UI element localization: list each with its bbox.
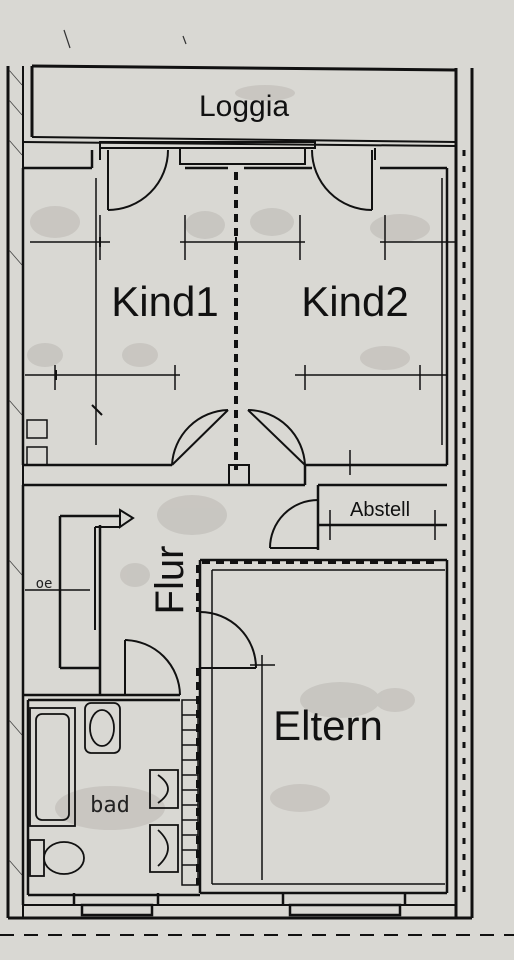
label-eltern: Eltern bbox=[273, 702, 383, 749]
partition-base bbox=[228, 464, 250, 486]
doors bbox=[107, 149, 373, 696]
partition-dashed bbox=[196, 172, 440, 885]
loggia-window-frame bbox=[22, 141, 457, 165]
label-loggia: Loggia bbox=[199, 90, 289, 123]
label-kind1: Kind1 bbox=[111, 278, 218, 325]
label-abstell: Abstell bbox=[350, 499, 410, 521]
label-flur: Flur bbox=[148, 546, 192, 615]
wall-hatching-left bbox=[8, 69, 23, 876]
flur-arrow bbox=[94, 508, 135, 630]
cabinet-units bbox=[26, 419, 48, 466]
tick-marks bbox=[55, 237, 237, 416]
dimension-lines bbox=[25, 178, 455, 880]
scratch-marks bbox=[63, 29, 187, 49]
bathtub-icon bbox=[29, 707, 76, 827]
toilet-icon bbox=[29, 839, 85, 877]
sink-icon bbox=[84, 702, 121, 754]
washbasin-right-icon bbox=[149, 769, 179, 873]
kitchen-symbol: oe bbox=[36, 576, 53, 592]
brick-wall-bad bbox=[181, 699, 199, 886]
label-bad: bad bbox=[90, 793, 130, 818]
label-kind2: Kind2 bbox=[301, 278, 408, 325]
